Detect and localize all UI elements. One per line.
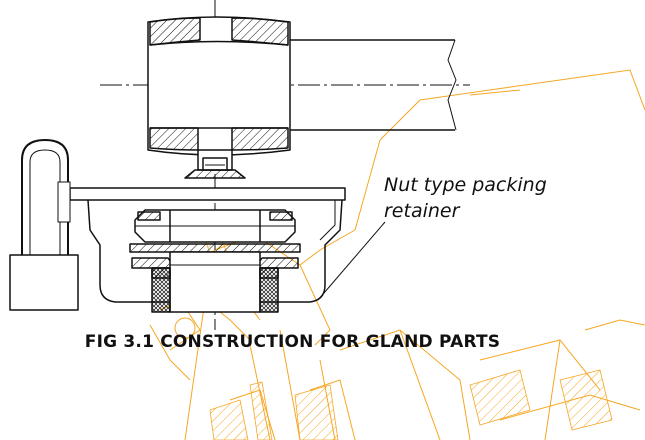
callout-leader-line	[317, 221, 386, 301]
valve-main-drawing	[9, 0, 470, 330]
callout-line-1: Nut type packing	[384, 174, 547, 196]
nut-retainer-callout: Nut type packing retainer	[384, 172, 547, 224]
figure-caption: FIG 3.1 CONSTRUCTION FOR GLAND PARTS	[84, 332, 501, 352]
callout-line-2: retainer	[384, 200, 460, 222]
